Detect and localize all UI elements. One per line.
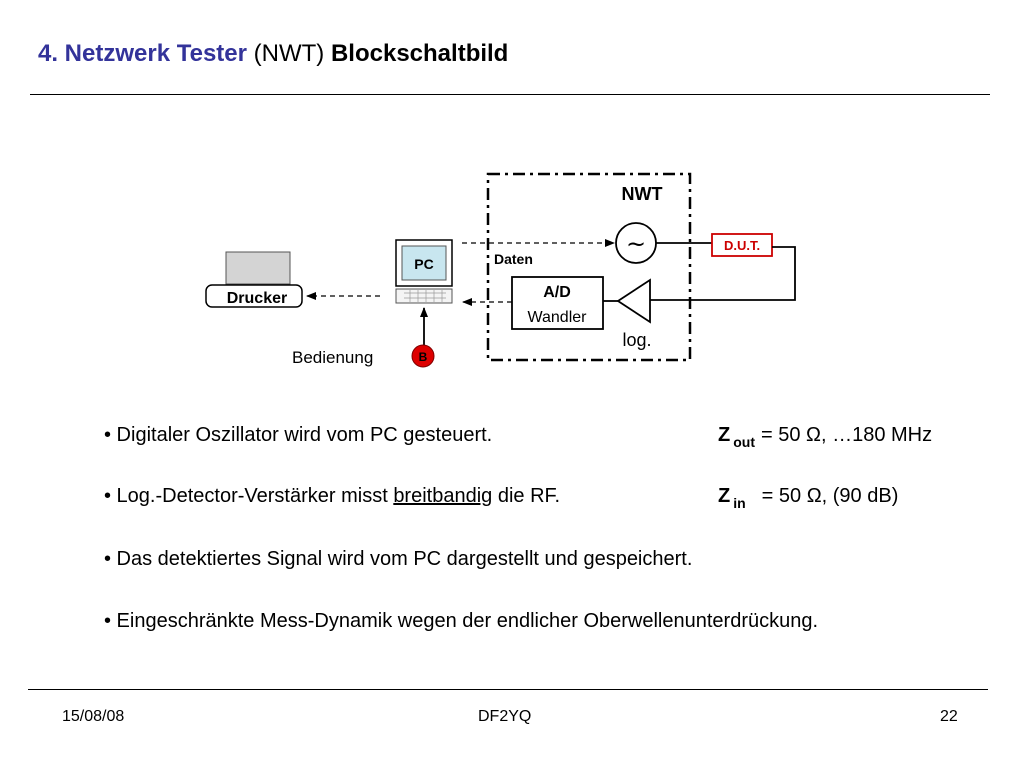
dut-label: D.U.T.	[724, 238, 760, 253]
pc-label: PC	[414, 256, 433, 272]
bullet-underlined: breitbandig	[393, 485, 493, 507]
impedance-value: = 50 Ω, (90 dB)	[761, 485, 899, 507]
title-subject: Blockschaltbild	[330, 40, 509, 67]
page-title: 4. Netzwerk Tester (NWT) Blockschaltbild	[38, 40, 508, 68]
footer-date: 15/08/08	[62, 708, 125, 725]
title-main: 4. Netzwerk Tester	[38, 40, 247, 67]
ad-converter-box	[511, 276, 604, 330]
nwt-label: NWT	[622, 184, 663, 204]
impedance-value: = 50 Ω, …180 MHz	[760, 424, 933, 446]
ad-label: A/D	[543, 284, 571, 301]
printer-icon	[205, 251, 303, 308]
title-abbreviation: (NWT)	[253, 40, 325, 67]
bedienung-label: Bedienung	[292, 348, 373, 367]
footer-author: DF2YQ	[478, 708, 532, 725]
footer-page-number: 22	[940, 708, 958, 725]
wandler-label: Wandler	[528, 309, 588, 326]
log-label: log.	[622, 330, 651, 350]
impedance-subscript: in	[733, 495, 746, 511]
bullet-item: • Eingeschränkte Mess-Dynamik wegen der …	[104, 610, 819, 632]
oscillator-symbol: ~	[626, 230, 646, 258]
b-badge-label: B	[419, 350, 428, 364]
dut-to-amplifier-line	[650, 246, 796, 301]
bullet-item: • Digitaler Oszillator wird vom PC geste…	[104, 424, 493, 446]
bullet-text: die RF.	[492, 485, 561, 507]
bullet-text: • Log.-Detector-Verstärker misst	[104, 485, 394, 507]
bullet-item: • Das detektiertes Signal wird vom PC da…	[104, 548, 693, 570]
bottom-divider	[28, 689, 988, 690]
impedance-subscript: out	[733, 434, 755, 450]
drucker-label: Drucker	[227, 290, 287, 307]
top-divider	[30, 94, 990, 95]
impedance-symbol: Z	[718, 424, 731, 446]
computer-icon	[395, 239, 453, 304]
daten-label: Daten	[494, 251, 533, 267]
dut-box	[711, 233, 773, 257]
b-badge	[411, 344, 435, 368]
amplifier-icon	[616, 278, 651, 324]
bullet-item: • Log.-Detector-Verstärker misst breitba…	[104, 485, 560, 508]
impedance-symbol: Z	[718, 485, 731, 507]
nwt-frame	[486, 172, 692, 362]
